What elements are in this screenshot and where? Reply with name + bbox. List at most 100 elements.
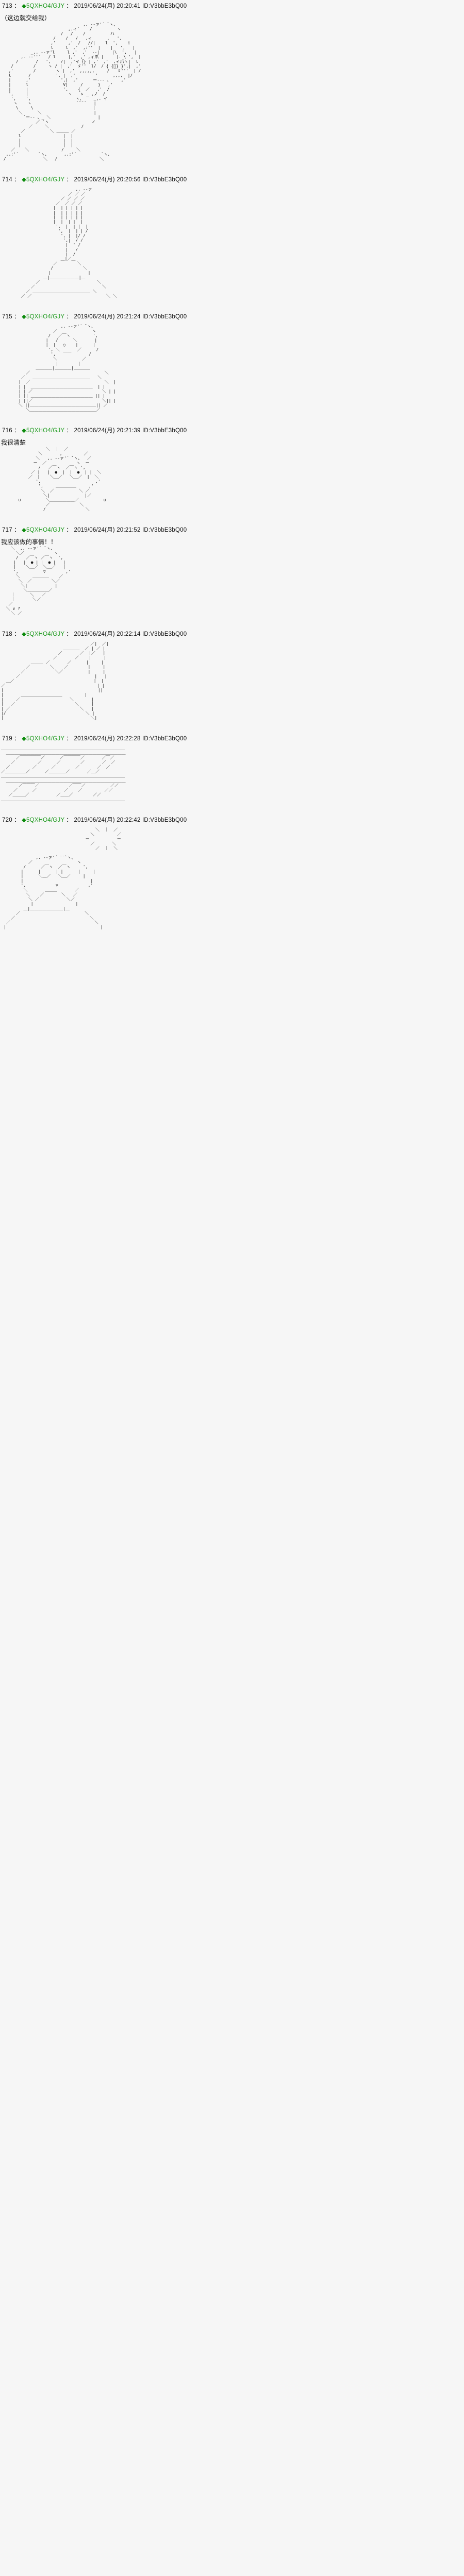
post-author-tripcode[interactable]: 5QXHO4/GJY bbox=[26, 3, 64, 9]
header-separator-1: ： bbox=[12, 428, 22, 434]
post-header: 715 ： ◆5QXHO4/GJY ： 2019/06/24(月) 20:21:… bbox=[0, 311, 464, 323]
post-body: ＿＿＿＿＿＿＿＿＿＿＿＿＿＿＿＿＿＿＿＿＿＿＿＿＿＿＿＿＿＿ ＿＿＿＿＿＿＿＿＿… bbox=[0, 745, 464, 805]
thread-container: 713 ： ◆5QXHO4/GJY ： 2019/06/24(月) 20:20:… bbox=[0, 0, 464, 942]
post-spacer bbox=[0, 301, 464, 311]
header-separator-1: ： bbox=[12, 817, 22, 823]
post-author-tripcode[interactable]: 5QXHO4/GJY bbox=[26, 177, 64, 183]
post-header: 717 ： ◆5QXHO4/GJY ： 2019/06/24(月) 20:21:… bbox=[0, 524, 464, 536]
post-number: 717 bbox=[2, 527, 12, 533]
post-header: 718 ： ◆5QXHO4/GJY ： 2019/06/24(月) 20:22:… bbox=[0, 628, 464, 640]
header-separator-2: ： bbox=[64, 314, 74, 320]
ascii-art: ＼ ｜ ／ ＼ ， ／ ＼ ,. -‐ァ'´ ̄`ヽ、 ／ ー ／ ヽ ー / … bbox=[18, 447, 106, 512]
ascii-art: ,. -‐ァ ／ ／ ／ ／ ／ ／ ／ ／ ／ ／ ／ | | | | | |… bbox=[21, 187, 117, 298]
post-date: 2019/06/24(月) 20:22:42 bbox=[74, 817, 141, 823]
speech-text: （这边就交给我） bbox=[1, 14, 51, 22]
post-spacer bbox=[0, 164, 464, 174]
post-header: 714 ： ◆5QXHO4/GJY ： 2019/06/24(月) 20:20:… bbox=[0, 174, 464, 186]
post-spacer bbox=[0, 619, 464, 628]
post-id: ID:V3bbE3bQ00 bbox=[142, 736, 187, 742]
post-number: 716 bbox=[2, 428, 12, 434]
post: 715 ： ◆5QXHO4/GJY ： 2019/06/24(月) 20:21:… bbox=[0, 311, 464, 415]
post-body: 我很清楚 ＼ ｜ ／ ＼ ， ／ ＼ ,. -‐ァ'´ ̄`ヽ、 ／ ー ／ ヽ… bbox=[0, 437, 464, 515]
post: 720 ： ◆5QXHO4/GJY ： 2019/06/24(月) 20:22:… bbox=[0, 814, 464, 933]
header-separator-2: ： bbox=[64, 817, 74, 823]
post-author-tripcode[interactable]: 5QXHO4/GJY bbox=[26, 817, 64, 823]
post-spacer bbox=[0, 723, 464, 733]
post-number: 719 bbox=[2, 736, 12, 742]
ascii-art: ＼ ｜ ／ ＼ ／ ー ー ／ ＼ ／ ｜ ＼ bbox=[3, 827, 121, 929]
post-number: 713 bbox=[2, 3, 12, 9]
post: 714 ： ◆5QXHO4/GJY ： 2019/06/24(月) 20:20:… bbox=[0, 174, 464, 301]
post-id: ID:V3bbE3bQ00 bbox=[142, 817, 187, 823]
post-date: 2019/06/24(月) 20:21:24 bbox=[74, 314, 141, 320]
post-body: ,. -‐ァ'´ ̄`ヽ、 ／ ヽ / ／￣ヽ ', | / ＼ | | | ○… bbox=[0, 323, 464, 415]
speech-text: 我应该做的事情！！ bbox=[1, 538, 57, 546]
post-author-tripcode[interactable]: 5QXHO4/GJY bbox=[26, 631, 64, 637]
ascii-art: ／| ／| ＿＿＿＿ ／ | ／ | ／ ／ |／ | ／ ／ | | ＿＿＿ … bbox=[1, 641, 109, 720]
post-author-tripcode[interactable]: 5QXHO4/GJY bbox=[26, 428, 64, 434]
post-date: 2019/06/24(月) 20:20:56 bbox=[74, 177, 141, 183]
post-number: 720 bbox=[2, 817, 12, 823]
tripcode-diamond-icon: ◆ bbox=[22, 527, 26, 533]
tripcode-diamond-icon: ◆ bbox=[22, 736, 26, 742]
tripcode-diamond-icon: ◆ bbox=[22, 817, 26, 823]
post-spacer bbox=[0, 805, 464, 814]
header-separator-2: ： bbox=[64, 177, 74, 183]
post: 713 ： ◆5QXHO4/GJY ： 2019/06/24(月) 20:20:… bbox=[0, 0, 464, 164]
post-id: ID:V3bbE3bQ00 bbox=[142, 527, 187, 533]
header-separator-2: ： bbox=[64, 631, 74, 637]
post-number: 718 bbox=[2, 631, 12, 637]
post: 717 ： ◆5QXHO4/GJY ： 2019/06/24(月) 20:21:… bbox=[0, 524, 464, 619]
tripcode-diamond-icon: ◆ bbox=[22, 314, 26, 320]
post-body: （这边就交给我） ,. -‐ァ'´ ̄`ヽ、 ,.ィ´ / ヽ / / / ハ … bbox=[0, 12, 464, 164]
post-header: 720 ： ◆5QXHO4/GJY ： 2019/06/24(月) 20:22:… bbox=[0, 814, 464, 826]
post-date: 2019/06/24(月) 20:20:41 bbox=[74, 3, 141, 9]
post-date: 2019/06/24(月) 20:21:52 bbox=[74, 527, 141, 533]
post-number: 715 bbox=[2, 314, 12, 320]
post-author-tripcode[interactable]: 5QXHO4/GJY bbox=[26, 736, 64, 742]
post: 718 ： ◆5QXHO4/GJY ： 2019/06/24(月) 20:22:… bbox=[0, 628, 464, 723]
post: 716 ： ◆5QXHO4/GJY ： 2019/06/24(月) 20:21:… bbox=[0, 425, 464, 515]
header-separator-1: ： bbox=[12, 527, 22, 533]
post-id: ID:V3bbE3bQ00 bbox=[142, 3, 187, 9]
header-separator-1: ： bbox=[12, 736, 22, 742]
post-date: 2019/06/24(月) 20:22:14 bbox=[74, 631, 141, 637]
tripcode-diamond-icon: ◆ bbox=[22, 3, 26, 9]
post-body: ／| ／| ＿＿＿＿ ／ | ／ | ／ ／ |／ | ／ ／ | | ＿＿＿ … bbox=[0, 640, 464, 723]
post-date: 2019/06/24(月) 20:22:28 bbox=[74, 736, 141, 742]
post-spacer bbox=[0, 515, 464, 524]
header-separator-2: ： bbox=[64, 428, 74, 434]
post-date: 2019/06/24(月) 20:21:39 bbox=[74, 428, 141, 434]
header-separator-1: ： bbox=[12, 177, 22, 183]
speech-text: 我很清楚 bbox=[1, 439, 26, 446]
post-id: ID:V3bbE3bQ00 bbox=[142, 314, 187, 320]
post-id: ID:V3bbE3bQ00 bbox=[142, 177, 187, 183]
tripcode-diamond-icon: ◆ bbox=[22, 177, 26, 183]
ascii-art: ,. -‐ァ'´ ̄`ヽ、 ／ ヽ / ／￣ヽ ', | / ＼ | | | ○… bbox=[18, 324, 117, 412]
post-number: 714 bbox=[2, 177, 12, 183]
ascii-art: ＼ ,. -‐ァ'´ ̄`ヽ、 ＼／ ヽ / ／￣ヽ ／￣ヽ ', | | ● … bbox=[6, 546, 71, 616]
ascii-art: ,. -‐ァ'´ ̄`ヽ、 ,.ィ´ / ヽ / / / ハ / / / ,ィ … bbox=[3, 22, 141, 161]
header-separator-2: ： bbox=[64, 736, 74, 742]
tripcode-diamond-icon: ◆ bbox=[22, 631, 26, 637]
header-separator-1: ： bbox=[12, 631, 22, 637]
header-separator-2: ： bbox=[64, 527, 74, 533]
tripcode-diamond-icon: ◆ bbox=[22, 428, 26, 434]
post-header: 719 ： ◆5QXHO4/GJY ： 2019/06/24(月) 20:22:… bbox=[0, 733, 464, 745]
post-id: ID:V3bbE3bQ00 bbox=[142, 428, 187, 434]
post-author-tripcode[interactable]: 5QXHO4/GJY bbox=[26, 314, 64, 320]
header-separator-1: ： bbox=[12, 3, 22, 9]
post-body: ＼ ｜ ／ ＼ ／ ー ー ／ ＼ ／ ｜ ＼ bbox=[0, 826, 464, 933]
post-header: 716 ： ◆5QXHO4/GJY ： 2019/06/24(月) 20:21:… bbox=[0, 425, 464, 437]
post-author-tripcode[interactable]: 5QXHO4/GJY bbox=[26, 527, 64, 533]
post-spacer bbox=[0, 933, 464, 942]
post-spacer bbox=[0, 415, 464, 425]
post-body: 我应该做的事情！！ ＼ ,. -‐ァ'´ ̄`ヽ、 ＼／ ヽ / ／￣ヽ ／￣ヽ… bbox=[0, 536, 464, 619]
header-separator-1: ： bbox=[12, 314, 22, 320]
post-body: ,. -‐ァ ／ ／ ／ ／ ／ ／ ／ ／ ／ ／ ／ | | | | | |… bbox=[0, 186, 464, 301]
ascii-art: ＿＿＿＿＿＿＿＿＿＿＿＿＿＿＿＿＿＿＿＿＿＿＿＿＿＿＿＿＿＿ ＿＿＿＿＿＿＿＿＿… bbox=[1, 746, 126, 802]
post: 719 ： ◆5QXHO4/GJY ： 2019/06/24(月) 20:22:… bbox=[0, 733, 464, 805]
post-id: ID:V3bbE3bQ00 bbox=[142, 631, 187, 637]
header-separator-2: ： bbox=[64, 3, 74, 9]
post-header: 713 ： ◆5QXHO4/GJY ： 2019/06/24(月) 20:20:… bbox=[0, 0, 464, 12]
